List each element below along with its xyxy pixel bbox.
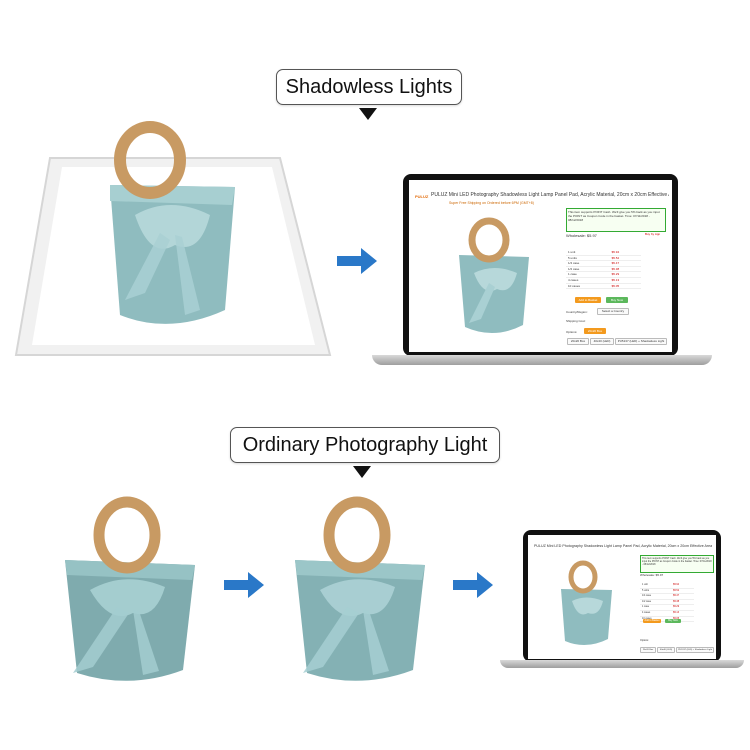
tier-row-small: 4 cases$5.13: [640, 610, 694, 617]
tier-price: $5.29: [609, 271, 641, 278]
down-arrow-icon: [359, 108, 377, 120]
product-image: [459, 217, 529, 334]
option-button-3[interactable]: PU5137 (LED) + Shadowless Light: [615, 338, 667, 345]
laptop-bottom-base: [500, 660, 744, 668]
tier-price: $5.47: [671, 593, 694, 600]
tier-price: $5.52: [609, 255, 641, 262]
laptop-bottom-screen: PULUZ Mini LED Photography Shadowless Li…: [528, 535, 716, 659]
tier-row: 1 case$5.29: [566, 271, 641, 278]
shipping-cost-label: Shipping Cost:: [566, 319, 586, 323]
tier-qty: 5 units: [566, 255, 610, 262]
tier-row-small: 1/4 case$5.47: [640, 593, 694, 600]
bag-photo-original: [65, 496, 195, 681]
tier-row: 5 units$5.52: [566, 255, 641, 262]
tier-row: 4 cases$5.13: [566, 277, 641, 284]
option-button-small-3[interactable]: PU5137 (LED) + Shadowless Light: [676, 647, 714, 653]
tier-price: $5.13: [609, 277, 641, 284]
shadowless-lights-text: Shadowless Lights: [285, 75, 453, 98]
tier-row-small: 1/2 case$5.38: [640, 599, 694, 606]
country-label: Country/Region:: [566, 310, 588, 314]
laptop-top-screen: PULUZ PULUZ Mini LED Photography Shadowl…: [409, 180, 672, 352]
buy-now-button-small[interactable]: Buy Now: [665, 619, 681, 623]
bag-shape: [110, 121, 235, 324]
option-button-2[interactable]: 40x40 (LED): [590, 338, 614, 345]
option-button-1[interactable]: 20x20 Box: [567, 338, 589, 345]
tier-row: 1/2 case$5.38: [566, 266, 641, 273]
light-pad-photo: [14, 121, 332, 356]
tier-qty: 1 case: [640, 604, 672, 611]
tier-row: 1/4 case$5.47: [566, 260, 641, 267]
promo-box: This item supports POINT Cash. We'll giv…: [566, 208, 666, 232]
tier-qty: 1/2 case: [566, 266, 610, 273]
tier-qty: 4 cases: [640, 610, 672, 617]
tier-row-small: 5 units$5.52: [640, 588, 694, 595]
tier-row: 10 cases$5.05: [566, 283, 641, 290]
tier-price: $5.94: [609, 250, 641, 256]
tier-qty: 1/4 case: [566, 260, 610, 267]
tier-price: $5.47: [609, 260, 641, 267]
option-button-small-2[interactable]: 40x40 (LED): [657, 647, 675, 653]
tier-price: $5.05: [671, 616, 694, 623]
product-title-small: PULUZ Mini LED Photography Shadowless Li…: [534, 544, 712, 548]
tier-qty: 1 unit: [566, 250, 610, 256]
tier-price: $5.38: [671, 599, 694, 606]
option-selected-button[interactable]: 20x20 Box: [584, 328, 606, 334]
product-image-small: [561, 560, 612, 646]
options-label-small: Options:: [640, 639, 649, 642]
country-select[interactable]: Select a Country: [597, 308, 629, 315]
tier-price: $5.52: [671, 588, 694, 595]
option-button-small-1[interactable]: 20x20 Box: [640, 647, 656, 653]
tier-qty: 10 cases: [566, 283, 610, 290]
buy-now-button[interactable]: Buy Now: [606, 297, 628, 303]
tier-price: $5.29: [671, 604, 694, 611]
wholesale-price: Wholesale: $5.97: [566, 233, 597, 238]
options-label: Options:: [566, 330, 578, 334]
down-arrow-icon-2: [353, 466, 371, 478]
tier-row: 1 unit$5.94: [566, 250, 641, 256]
tier-qty: 1 unit: [640, 583, 672, 589]
wholesale-price-small: Wholesale: $5.97: [640, 573, 664, 577]
add-to-basket-button-small[interactable]: Add to Basket: [643, 619, 661, 623]
product-title: PULUZ Mini LED Photography Shadowless Li…: [431, 192, 669, 198]
tier-qty: 5 units: [640, 588, 672, 595]
arrow-right-icon-2: [224, 572, 264, 598]
tier-price: $5.38: [609, 266, 641, 273]
buy-by-app-link[interactable]: Buy by App: [645, 232, 661, 236]
add-to-basket-button[interactable]: Add to Basket: [575, 297, 601, 303]
bag-photo-edited: [295, 496, 425, 681]
tier-row-small: 1 unit$5.94: [640, 583, 694, 589]
shipping-note: Super Free Shipping on Ordered before 6P…: [449, 201, 534, 205]
tier-price: $5.13: [671, 610, 694, 617]
tier-qty: 1/2 case: [640, 599, 672, 606]
tier-price: $5.05: [609, 283, 641, 290]
tier-row-small: 1 case$5.29: [640, 604, 694, 611]
laptop-top-base: [372, 355, 712, 365]
arrow-right-icon-3: [453, 572, 493, 598]
shadowless-lights-label: Shadowless Lights: [276, 69, 462, 105]
brand-logo: PULUZ: [415, 194, 429, 199]
tier-qty: 1 case: [566, 271, 610, 278]
arrow-right-icon: [337, 248, 377, 274]
ordinary-light-label: Ordinary Photography Light: [230, 427, 500, 463]
promo-box-small: This item supports POINT Cash. We'll giv…: [640, 555, 714, 573]
tier-qty: 4 cases: [566, 277, 610, 284]
ordinary-light-text: Ordinary Photography Light: [242, 433, 488, 456]
tier-price: $5.94: [671, 583, 694, 589]
tier-qty: 1/4 case: [640, 593, 672, 600]
